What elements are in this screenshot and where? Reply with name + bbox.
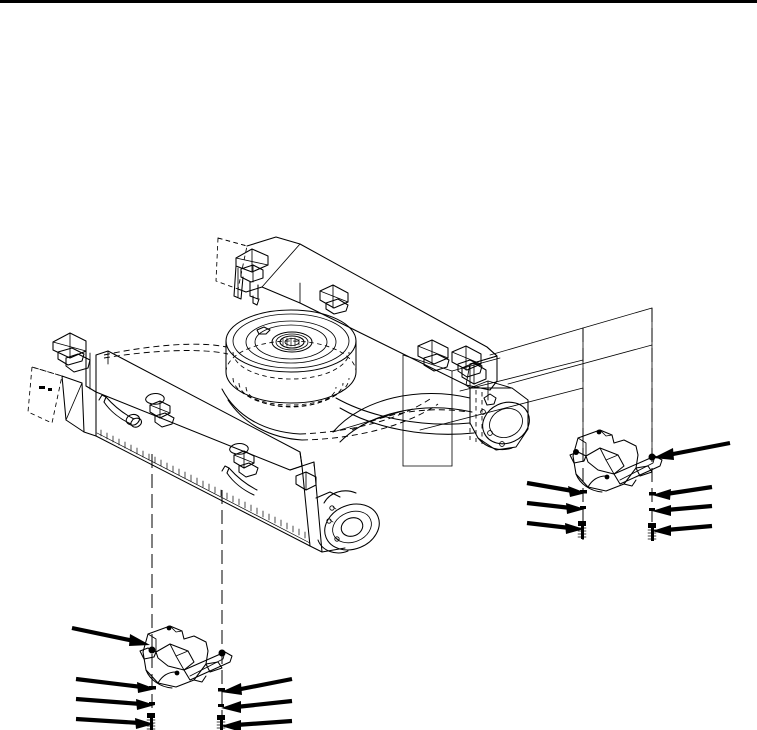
assembly-arrow — [526, 520, 584, 534]
assembly-arrow — [75, 716, 154, 729]
install-arrow-left-guard — [71, 625, 150, 646]
sheet-top-rule — [0, 0, 757, 3]
fasteners-left-guard-left-column — [75, 676, 156, 730]
assembly-arrow — [652, 484, 713, 500]
bolt-icon — [216, 715, 226, 730]
assembly-arrow — [75, 676, 156, 693]
washer-icon — [649, 508, 655, 511]
assembly-arrow — [526, 480, 586, 497]
fasteners-right-guard-right-column — [647, 484, 713, 541]
install-arrow-right-guard — [653, 440, 731, 460]
assembly-arrow — [221, 718, 293, 730]
assembly-arrow — [652, 523, 713, 536]
guard-right — [569, 429, 663, 493]
washer-icon — [218, 704, 224, 707]
centerlines-right-guard — [582, 308, 653, 540]
bolt-icon — [647, 523, 657, 541]
assembly-arrow — [526, 500, 585, 514]
assembly-arrow — [652, 503, 713, 516]
far-track-frame — [215, 236, 498, 391]
fasteners-right-guard-left-column — [526, 480, 587, 539]
assembly-arrow — [75, 696, 155, 710]
assembly-arrow — [221, 676, 293, 695]
swing-bearing — [225, 309, 357, 408]
final-drive-mount — [461, 362, 530, 451]
washer-icon — [218, 688, 225, 692]
bottom-bolt-row — [96, 429, 311, 544]
fasteners-left-guard-right-column — [216, 676, 293, 730]
near-track-frame — [27, 332, 380, 554]
bolt-icon — [146, 713, 156, 730]
guard-left — [139, 625, 233, 689]
assembly-arrow — [221, 698, 293, 713]
